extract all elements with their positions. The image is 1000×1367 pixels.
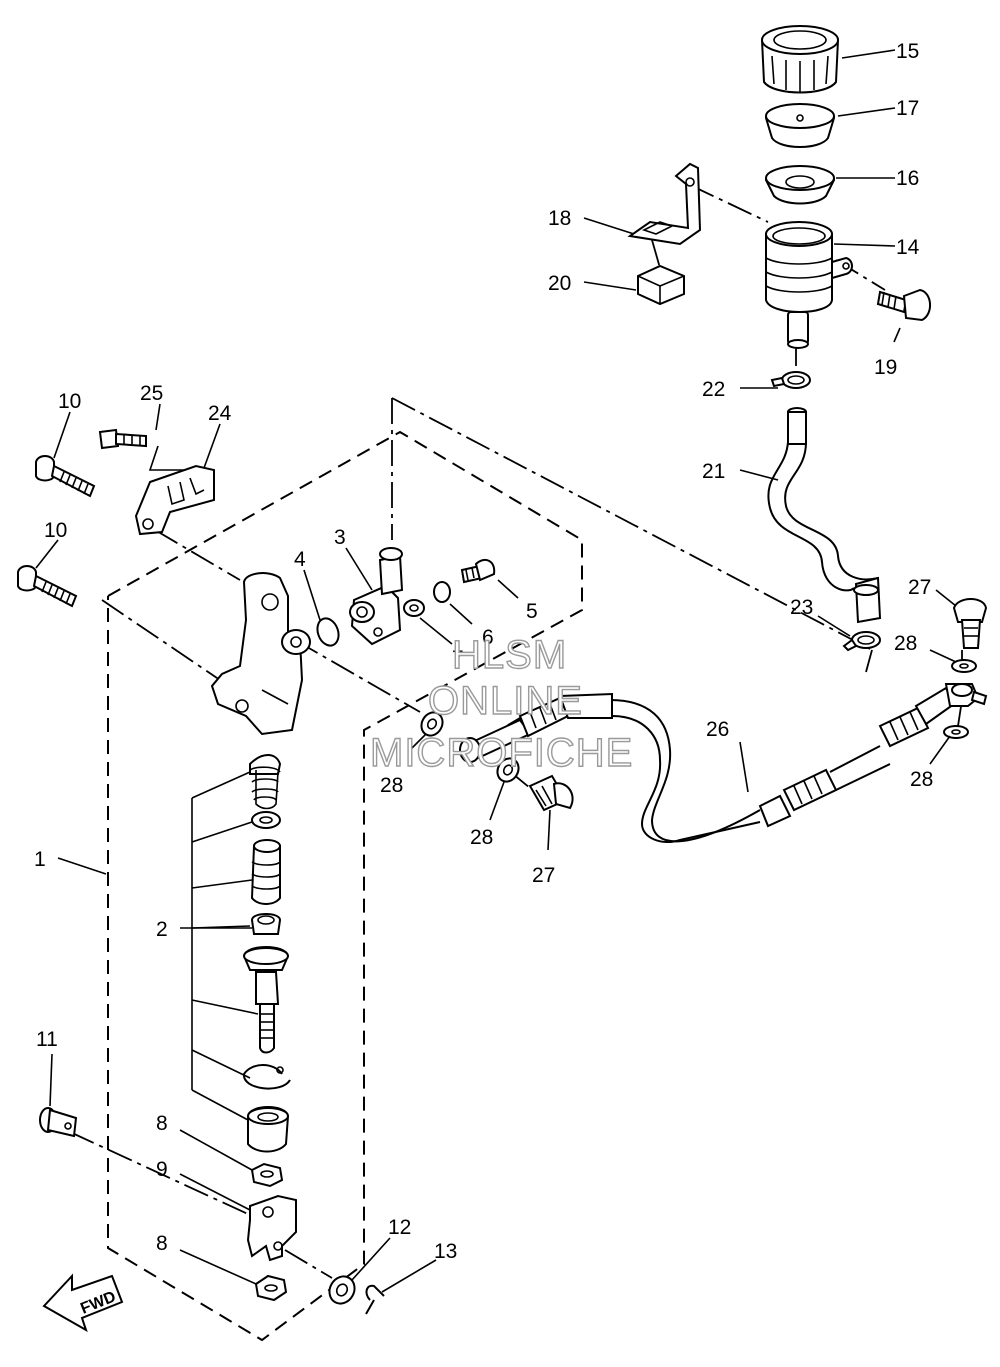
- banjo-bolt-right: [952, 598, 988, 649]
- master-cylinder-body: [210, 572, 311, 736]
- callout-27-right: 27: [908, 576, 931, 599]
- callout-8-lower: 8: [156, 1232, 168, 1255]
- callout-17: 17: [896, 97, 919, 120]
- callout-24: 24: [208, 402, 232, 425]
- callout-6: 6: [482, 626, 494, 649]
- callout-22: 22: [702, 378, 725, 401]
- callout-11: 11: [36, 1028, 58, 1051]
- fitting-washer: [403, 599, 425, 617]
- hose-clamp-lower: [842, 631, 881, 652]
- callout-28-right-upper: 28: [894, 632, 917, 655]
- callout-20: 20: [548, 272, 571, 295]
- callout-19: 19: [874, 356, 897, 379]
- callout-27-left: 27: [532, 864, 555, 887]
- crush-washer-right-upper: [951, 659, 977, 673]
- callout-labels: 15 17 16 14 18 20 19 22 21 23 27 28 28 2…: [34, 40, 933, 1263]
- callout-15: 15: [896, 40, 919, 63]
- grommet: [637, 264, 685, 306]
- brake-hose: [459, 683, 988, 843]
- o-ring: [316, 617, 340, 647]
- callout-8-upper: 8: [156, 1112, 168, 1135]
- hose-fitting: [349, 547, 404, 646]
- circlip: [243, 1064, 291, 1090]
- watermark-line-1: HLSM: [452, 633, 567, 677]
- crush-washer-left-lower: [496, 757, 520, 783]
- diaphragm-plate: [764, 103, 836, 148]
- watermark-line-2: ONLINE: [428, 679, 583, 723]
- banjo-bolt-left: [528, 774, 574, 812]
- watermark: HLSM ONLINE MICROFICHE: [369, 632, 633, 775]
- callout-26: 26: [706, 718, 729, 741]
- callout-10-lower: 10: [44, 519, 67, 542]
- callout-28-right-lower: 28: [910, 768, 933, 791]
- fwd-direction-arrow: FWD: [42, 1273, 124, 1333]
- callout-21: 21: [702, 460, 725, 483]
- watermark-line-3: MICROFICHE: [370, 731, 633, 775]
- reservoir-bracket: [627, 162, 702, 246]
- dust-boot: [247, 1106, 290, 1153]
- nut-lower: [254, 1274, 288, 1302]
- switch-bracket: [134, 464, 215, 536]
- crush-washer-left-upper: [420, 711, 444, 737]
- reservoir-bolt: [876, 288, 931, 322]
- callout-7: 7: [452, 647, 464, 670]
- callout-13: 13: [434, 1240, 457, 1263]
- hose-clamp-upper: [770, 371, 811, 389]
- callout-25: 25: [140, 382, 163, 405]
- secondary-cup: [250, 913, 282, 935]
- pin-washer: [328, 1275, 356, 1305]
- piston: [250, 839, 281, 905]
- callout-18: 18: [548, 207, 571, 230]
- piston-spring: [249, 754, 282, 810]
- callout-23: 23: [790, 596, 813, 619]
- callout-1: 1: [34, 848, 46, 871]
- clevis: [246, 1194, 297, 1262]
- fitting-screw: [460, 558, 496, 584]
- kit-bracket-part-2: [191, 771, 259, 1121]
- clevis-pin: [39, 1107, 78, 1138]
- callout-14: 14: [896, 236, 920, 259]
- callout-2: 2: [156, 918, 168, 941]
- callout-5: 5: [526, 600, 538, 623]
- callout-28-left-upper: 28: [380, 774, 403, 797]
- callout-28-left-lower: 28: [470, 826, 493, 849]
- cotter-pin: [365, 1284, 385, 1315]
- leader-lines: [35, 49, 957, 1293]
- assembly-1-dashed-outline: [107, 430, 583, 1342]
- crush-washer-right-lower: [943, 725, 969, 739]
- reservoir-hose: [767, 407, 882, 624]
- mounting-bolt-upper: [35, 455, 96, 498]
- snap-ring: [433, 581, 451, 603]
- push-rod: [242, 946, 290, 1054]
- callout-3: 3: [334, 526, 346, 549]
- piston-cup: [251, 811, 281, 829]
- callout-10-upper: 10: [58, 390, 81, 413]
- callout-4: 4: [294, 548, 306, 571]
- fluid-reservoir: [765, 221, 853, 349]
- bracket-bolt: [98, 428, 196, 471]
- callout-16: 16: [896, 167, 919, 190]
- nut-upper: [250, 1162, 284, 1188]
- diaphragm: [764, 165, 836, 205]
- reservoir-cap: [760, 25, 840, 94]
- callout-9: 9: [156, 1158, 168, 1181]
- mounting-bolt-lower: [17, 565, 78, 608]
- callout-12: 12: [388, 1216, 411, 1239]
